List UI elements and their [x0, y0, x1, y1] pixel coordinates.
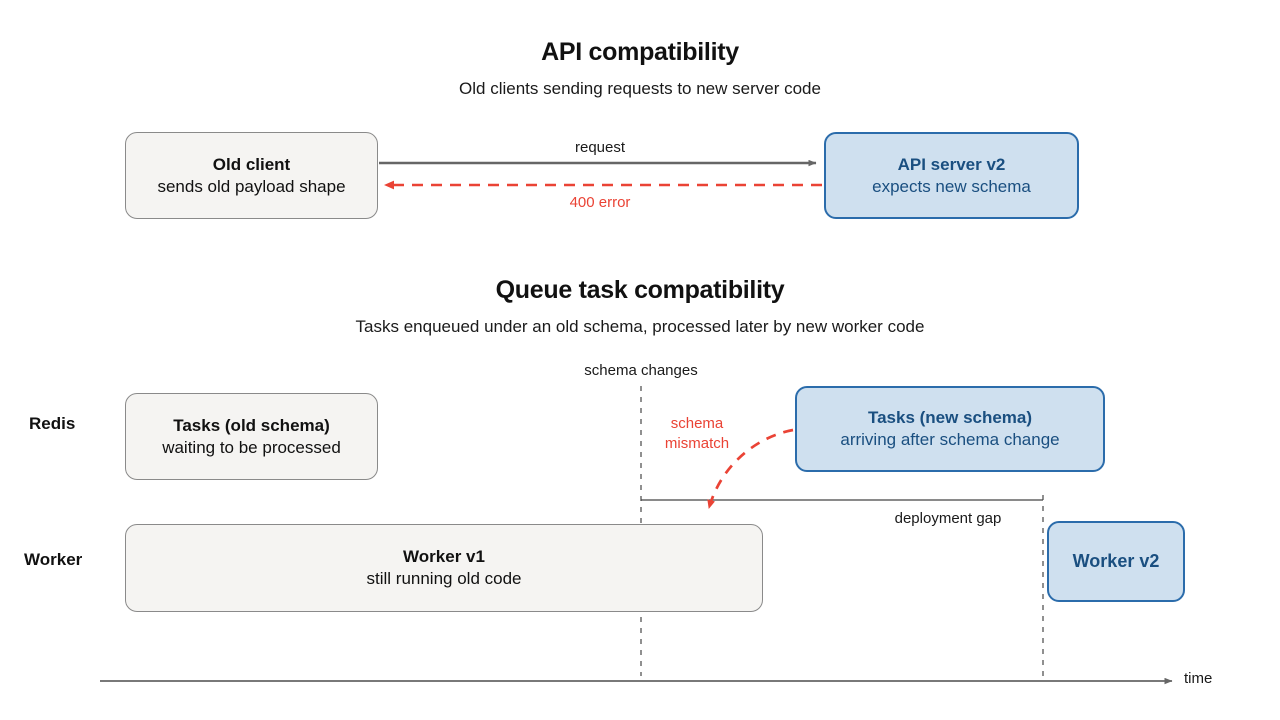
worker-v2-box[interactable]: Worker v2	[1047, 521, 1185, 602]
schema-mismatch-label-line1: schema	[670, 415, 724, 432]
api-server-box[interactable]: API server v2 expects new schema	[824, 132, 1079, 219]
tasks-new-schema-subtitle: arriving after schema change	[840, 430, 1060, 449]
old-client-subtitle: sends old payload shape	[157, 176, 346, 196]
api-server-subtitle: expects new schema	[872, 176, 1031, 196]
worker-v1-title: Worker v1	[403, 547, 485, 567]
worker-v1-box[interactable]: Worker v1 still running old code	[125, 524, 763, 612]
schema-mismatch-label-line2: mismatch	[664, 435, 730, 453]
tasks-old-schema-title: Tasks (old schema)	[173, 415, 330, 435]
row-label-worker: Worker	[24, 550, 83, 569]
row-label-redis: Redis	[29, 414, 76, 433]
api-section-subtitle: Old clients sending requests to new serv…	[459, 79, 821, 98]
worker-v1-subtitle: still running old code	[366, 569, 522, 588]
tasks-old-schema-box[interactable]: Tasks (old schema) waiting to be process…	[125, 393, 378, 480]
schema-mismatch-label: schema mismatch	[665, 414, 729, 455]
deployment-gap-label: deployment gap	[894, 510, 1002, 527]
tasks-old-schema-subtitle: waiting to be processed	[162, 437, 341, 457]
tasks-new-schema-title: Tasks (new schema)	[867, 408, 1033, 428]
error-arrow-label: 400 error	[569, 194, 631, 211]
queue-section-subtitle: Tasks enqueued under an old schema, proc…	[355, 317, 925, 336]
request-arrow-label: request	[574, 139, 626, 156]
worker-v2-title: Worker v2	[1072, 550, 1160, 571]
time-axis-label: time	[1184, 670, 1213, 687]
old-client-title: Old client	[212, 154, 291, 174]
queue-section-title: Queue task compatibility	[495, 276, 785, 304]
old-client-box[interactable]: Old client sends old payload shape	[125, 132, 378, 219]
tasks-new-schema-box[interactable]: Tasks (new schema) arriving after schema…	[795, 386, 1105, 472]
api-section-title: API compatibility	[541, 38, 739, 66]
api-server-title: API server v2	[897, 154, 1006, 174]
schema-changes-label: schema changes	[584, 362, 698, 379]
